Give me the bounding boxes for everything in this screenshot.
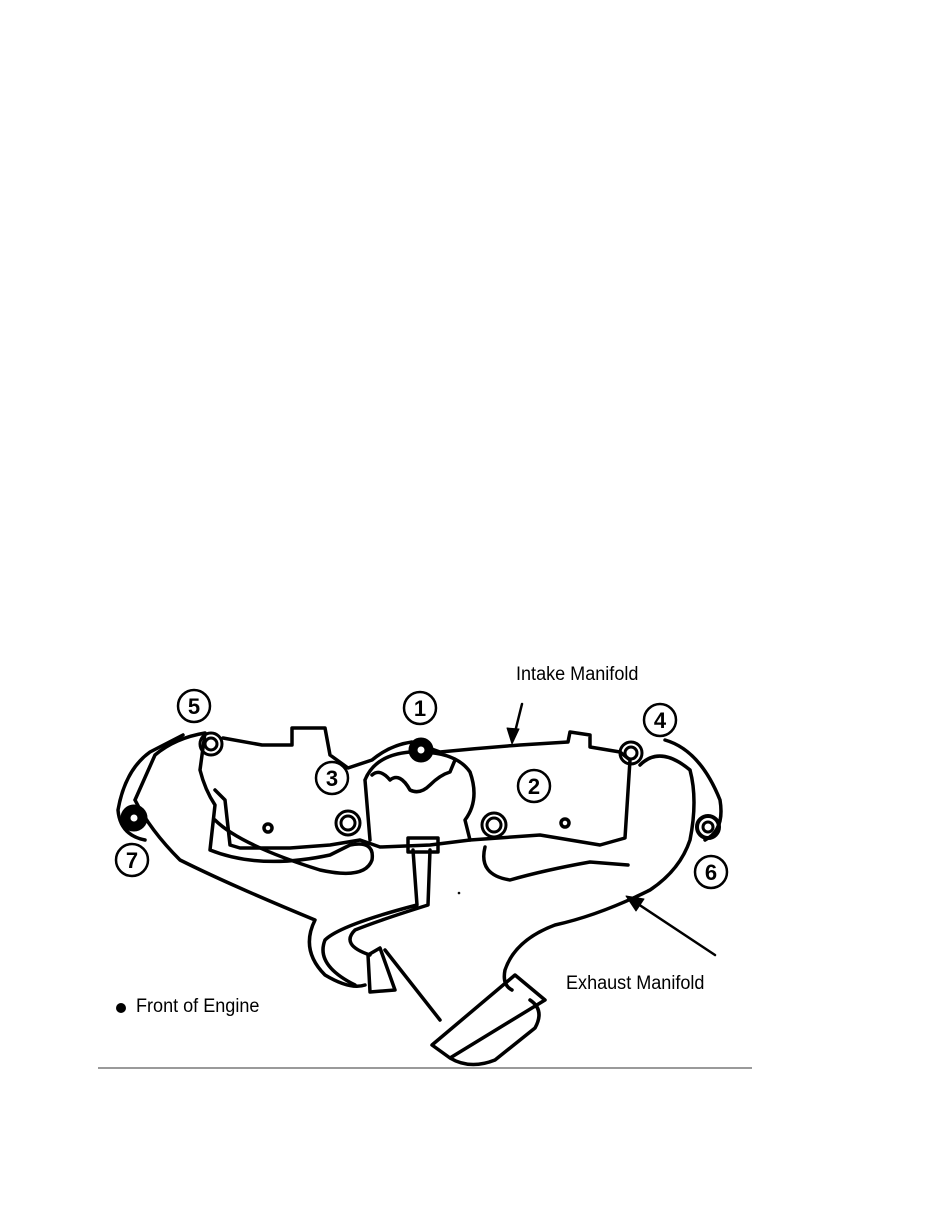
bolt-5 <box>198 731 224 757</box>
bolt-number-callouts <box>114 688 729 890</box>
exhaust-arrow <box>630 898 717 957</box>
bolts <box>120 731 721 840</box>
bolt-3 <box>334 809 362 837</box>
callout-3: 3 <box>326 766 338 791</box>
callout-5: 5 <box>188 694 200 719</box>
exhaust-manifold-outline <box>133 731 375 988</box>
bolt-4 <box>618 740 644 766</box>
front-marker-dot <box>116 1003 126 1013</box>
callout-2: 2 <box>528 774 540 799</box>
throttle-body <box>363 750 476 842</box>
front-of-engine-label: Front of Engine <box>136 996 260 1017</box>
divider-rule <box>98 1067 752 1069</box>
intake-manifold-label: Intake Manifold <box>516 664 639 685</box>
exhaust-flange <box>366 946 547 1067</box>
callout-7: 7 <box>126 848 138 873</box>
callout-6: 6 <box>705 860 717 885</box>
bolt-6 <box>695 814 721 840</box>
callout-4: 4 <box>654 708 667 733</box>
exhaust-manifold-label: Exhaust Manifold <box>566 973 705 994</box>
egr-pipe <box>321 848 432 987</box>
callout-1: 1 <box>414 696 426 721</box>
bolt-2 <box>480 811 508 839</box>
intake-manifold-outline <box>213 726 632 850</box>
